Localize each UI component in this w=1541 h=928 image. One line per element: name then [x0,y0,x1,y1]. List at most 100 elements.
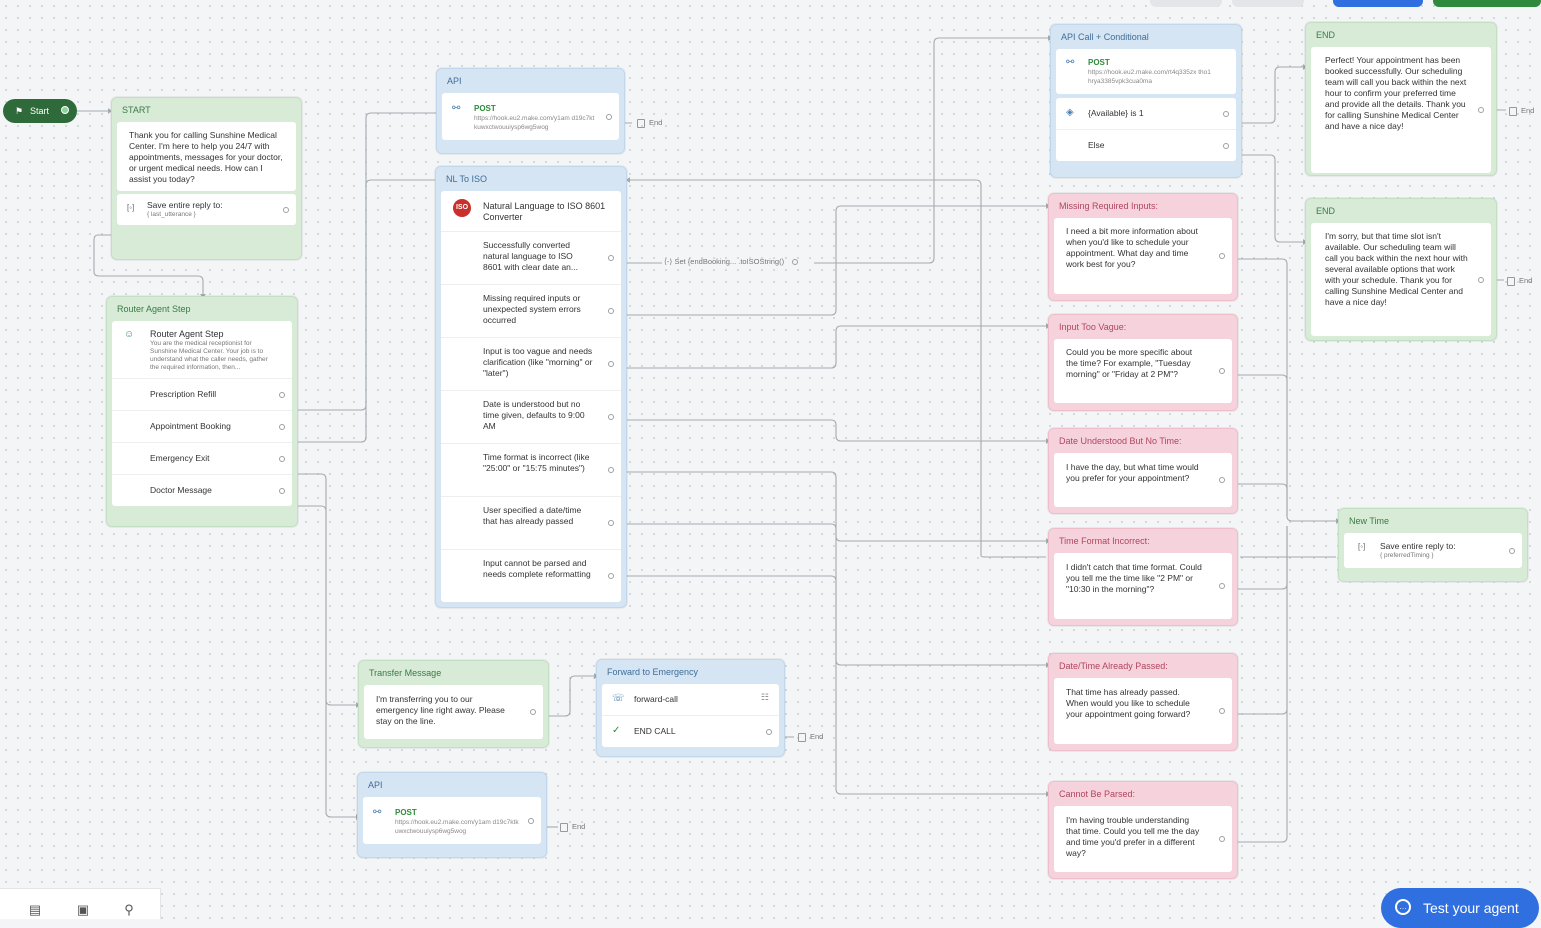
start-pill[interactable]: ⚑ Start [3,99,77,123]
api-bottom-node[interactable]: API ⚯ POST https://hook.eu2.make.com/y1a… [357,772,547,858]
outcome-row[interactable]: Date is understood but no time given, de… [441,391,621,444]
message-row[interactable]: Could you be more specific about the tim… [1054,339,1232,403]
cannot-parse-node[interactable]: Cannot Be Parsed: I'm having trouble und… [1048,781,1238,879]
flag-icon: ⚑ [15,106,24,116]
output-port[interactable] [608,414,614,420]
toolbar-button-2[interactable] [1232,0,1304,7]
outcome-row[interactable]: Time format is incorrect (like "25:00" o… [441,444,621,497]
output-port[interactable] [1478,276,1484,283]
outcome-row[interactable]: Successfully converted natural language … [441,232,621,285]
api-request[interactable]: ⚯ POST https://hook.eu2.make.com/y1am d1… [363,797,541,844]
output-port[interactable] [1223,142,1229,149]
output-port[interactable] [766,728,772,735]
output-port[interactable] [279,455,285,462]
message-row[interactable]: I'm transferring you to our emergency li… [364,685,543,739]
search-icon[interactable]: ⚲ [124,902,134,917]
outcome-row[interactable]: User specified a date/time that has alre… [441,497,621,550]
message-row[interactable]: I need a bit more information about when… [1054,218,1232,294]
end-unavailable-node[interactable]: END I'm sorry, but that time slot isn't … [1305,198,1497,341]
output-port[interactable] [608,308,614,314]
end-icon [637,118,645,128]
output-port[interactable] [1219,477,1225,483]
output-port[interactable] [1219,708,1225,714]
output-port[interactable] [1219,836,1225,842]
end-message[interactable]: Perfect! Your appointment has been booke… [1311,47,1491,173]
no-time-node[interactable]: Date Understood But No Time: I have the … [1048,428,1238,514]
save-reply-row[interactable]: [◦] Save entire reply to: { last_utteran… [117,194,296,225]
api-node[interactable]: API ⚯ POST https://hook.eu2.make.com/y1a… [436,68,625,154]
output-port[interactable] [606,113,612,120]
output-port[interactable] [608,361,614,367]
router-option[interactable]: Emergency Exit [112,443,292,475]
edit-icon[interactable]: ☷ [760,692,769,702]
outcome-label: Input cannot be parsed and needs complet… [483,558,591,579]
outcome-row[interactable]: Input cannot be parsed and needs complet… [441,550,621,602]
output-port[interactable] [283,206,289,213]
output-port[interactable] [792,259,799,266]
message-row[interactable]: I'm having trouble understanding that ti… [1054,806,1232,872]
outcome-row[interactable]: Input is too vague and needs clarificati… [441,338,621,391]
tool-header: ISO Natural Language to ISO 8601 Convert… [441,191,621,232]
message-text: I'm having trouble understanding that ti… [1066,815,1200,858]
node-title: Date Understood But No Time: [1059,436,1182,446]
test-agent-button[interactable]: … Test your agent [1381,888,1539,928]
message-text: Perfect! Your appointment has been booke… [1325,55,1467,131]
router-option[interactable]: Prescription Refill [112,379,292,411]
new-time-node[interactable]: New Time [◦] Save entire reply to: { pre… [1338,508,1528,582]
start-node[interactable]: START Thank you for calling Sunshine Med… [111,97,302,260]
set-variable-step[interactable]: ⟨-⟩ Set {endBooking... .toISOString() [664,257,799,266]
already-passed-node[interactable]: Date/Time Already Passed: That time has … [1048,653,1238,751]
router-option[interactable]: Doctor Message [112,475,292,506]
output-port[interactable] [279,423,285,430]
message-row[interactable]: I have the day, but what time would you … [1054,453,1232,507]
condition-row[interactable]: ◈ {Available} is 1 [1056,98,1236,130]
output-port[interactable] [1509,547,1515,554]
message-row[interactable]: That time has already passed. When would… [1054,678,1232,744]
save-reply-row[interactable]: [◦] Save entire reply to: { preferredTim… [1344,533,1522,568]
output-port[interactable] [1219,583,1225,589]
router-agent-node[interactable]: Router Agent Step ☺ Router Agent Step Yo… [106,296,298,527]
output-port[interactable] [1219,368,1225,374]
agent-title: Router Agent Step [150,329,224,339]
outcome-row[interactable]: Missing required inputs or unexpected sy… [441,285,621,338]
end-message[interactable]: I'm sorry, but that time slot isn't avai… [1311,223,1491,336]
output-port[interactable] [530,709,536,715]
message-text: I didn't catch that time format. Could y… [1066,562,1202,594]
output-port[interactable] [608,573,614,579]
image-icon[interactable]: ▣ [76,902,90,917]
comment-icon[interactable]: ▤ [28,902,42,917]
output-port[interactable] [608,467,614,473]
output-port[interactable] [608,255,614,261]
condition-row[interactable]: Else [1056,130,1236,161]
condition-label: Else [1088,140,1105,150]
end-call-row[interactable]: ✓ END CALL [602,716,779,747]
output-port[interactable] [1478,107,1484,113]
output-port[interactable] [279,487,285,494]
nl-to-iso-node[interactable]: NL To ISO ISO Natural Language to ISO 86… [435,166,627,608]
node-title: New Time [1349,516,1390,526]
output-port[interactable] [279,391,285,398]
transfer-message-node[interactable]: Transfer Message I'm transferring you to… [358,660,549,748]
toolbar-button-primary[interactable] [1333,0,1423,7]
option-label: Prescription Refill [150,389,217,399]
toolbar-button-1[interactable] [1150,0,1222,7]
format-incorrect-node[interactable]: Time Format Incorrect: I didn't catch th… [1048,528,1238,626]
output-port[interactable] [1219,253,1225,259]
api-conditional-node[interactable]: API Call + Conditional ⚯ POST https://ho… [1050,24,1242,178]
missing-inputs-node[interactable]: Missing Required Inputs: I need a bit mo… [1048,193,1238,301]
forward-emergency-node[interactable]: Forward to Emergency ☏ forward-call ☷ ✓ … [596,659,785,757]
toolbar-button-publish[interactable] [1433,0,1541,7]
router-option[interactable]: Appointment Booking [112,411,292,443]
outcome-label: Date is understood but no time given, de… [483,399,585,431]
message-row[interactable]: I didn't catch that time format. Could y… [1054,553,1232,619]
output-port[interactable] [608,520,614,526]
output-port[interactable] [528,817,534,824]
message-text: I'm transferring you to our emergency li… [376,694,505,726]
http-method: POST [1088,58,1110,67]
api-request[interactable]: ⚯ POST https://hook.eu2.make.com/y1am d1… [442,93,619,140]
too-vague-node[interactable]: Input Too Vague: Could you be more speci… [1048,314,1238,411]
start-port[interactable] [61,106,69,114]
forward-call-row[interactable]: ☏ forward-call ☷ [602,684,779,716]
end-success-node[interactable]: END Perfect! Your appointment has been b… [1305,22,1497,176]
output-port[interactable] [1223,110,1229,117]
